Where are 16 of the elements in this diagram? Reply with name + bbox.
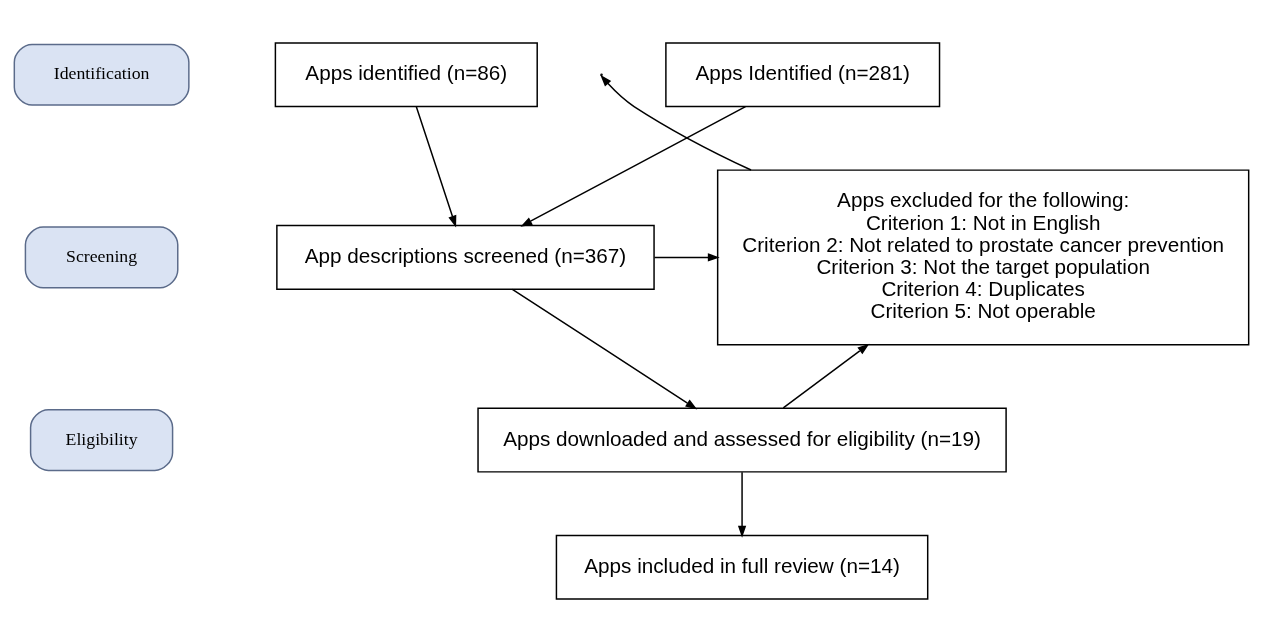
node-box: Screening: [24, 226, 179, 289]
arrow: [511, 288, 698, 410]
arrow: [520, 105, 747, 227]
arrow: [653, 253, 720, 262]
arrow: [737, 471, 747, 538]
arrow: [782, 343, 870, 409]
node-box: Apps excluded for the following: Criterion 1: Not in English Criterion 2: Not related to prostate cancer prevention Criterion 3: Not the target population Criterion 4: Duplicates Criterion 5: Not operable: [716, 169, 1250, 346]
arrow: [600, 74, 752, 171]
node-box: Apps included in full review (n=14): [555, 534, 929, 600]
node-box: Apps Identified (n=281): [665, 42, 941, 108]
node-box: Eligibility: [29, 409, 174, 472]
arrow: [415, 105, 457, 228]
node-box: App descriptions screened (n=367): [276, 224, 655, 290]
node-box: Apps identified (n=86): [274, 42, 538, 108]
node-box: Identification: [13, 43, 190, 106]
node-box: Apps downloaded and assessed for eligibility (n=19): [477, 407, 1007, 473]
